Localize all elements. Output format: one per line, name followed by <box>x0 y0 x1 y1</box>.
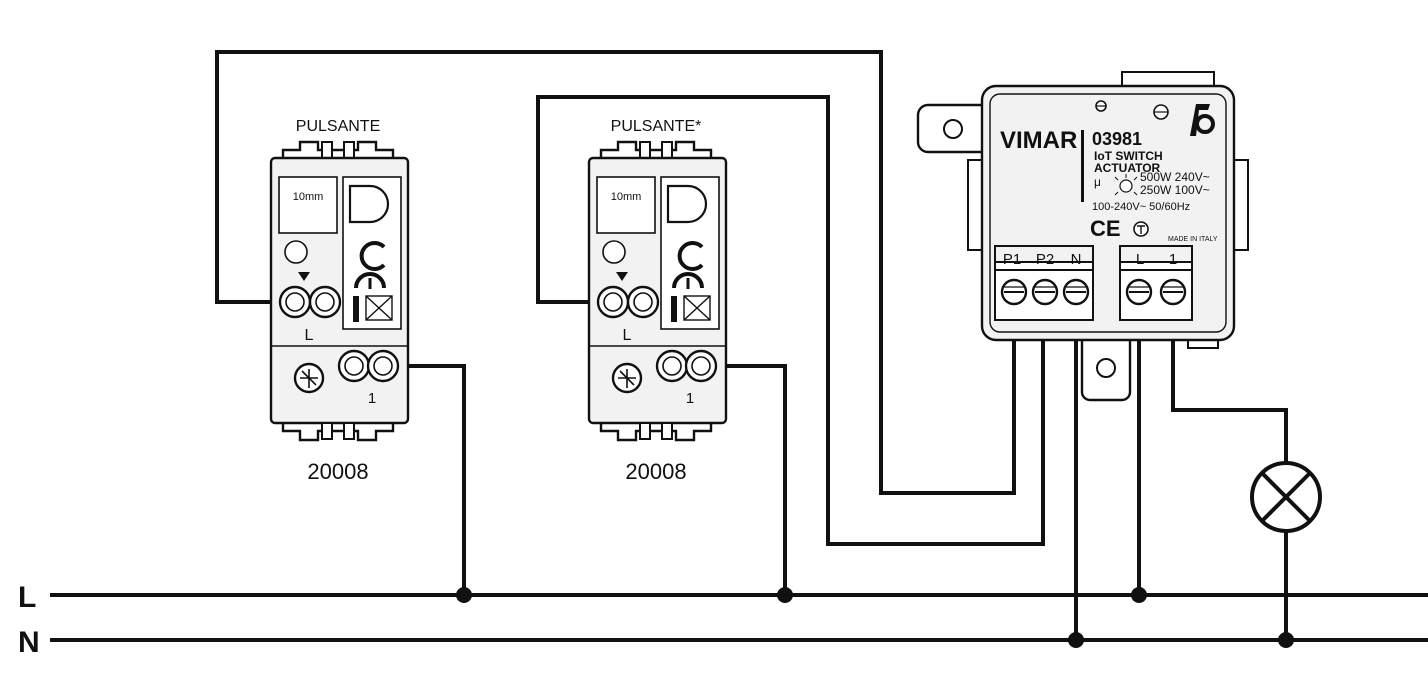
switch1-terminal-L: L <box>305 327 314 344</box>
switch2-size-label: 10mm <box>611 191 642 203</box>
junction-dot <box>777 587 793 603</box>
switch-module-1: PULSANTE 10mm L <box>269 118 410 484</box>
junction-dot <box>1068 632 1084 648</box>
wire-switch2-to-L <box>704 364 787 595</box>
actuator-supply: 100-240V~ 50/60Hz <box>1092 201 1190 213</box>
screw-terminals <box>1000 278 1187 306</box>
switch1-header: PULSANTE <box>296 118 380 135</box>
switch2-code: 20008 <box>625 459 686 484</box>
switch1-code: 20008 <box>307 459 368 484</box>
junction-dot <box>1131 587 1147 603</box>
approval-mark-icon <box>1133 221 1149 237</box>
switch1-terminal-1: 1 <box>368 390 376 407</box>
brand-logo-icon <box>1190 104 1215 136</box>
actuator-name-line2: ACTUATOR <box>1094 161 1161 175</box>
switch2-terminal-L: L <box>623 327 632 344</box>
actuator-brand: VIMAR <box>1000 127 1077 154</box>
terminal-label-N: N <box>1071 251 1082 268</box>
switch2-terminal-1: 1 <box>686 390 694 407</box>
switch2-header: PULSANTE* <box>611 118 702 135</box>
switch-module-2: PULSANTE* 10mm L 1 20008 <box>587 118 728 484</box>
terminal-label-P1: P1 <box>1003 251 1021 268</box>
junction-dot <box>1278 632 1294 648</box>
actuator-power1: 500W 240V~ <box>1140 170 1210 184</box>
terminal-label-1: 1 <box>1169 251 1177 268</box>
switch1-size-label: 10mm <box>293 191 324 203</box>
actuator-power2: 250W 100V~ <box>1140 183 1210 197</box>
line-L-label: L <box>18 581 36 614</box>
wire-switch2-to-P2 <box>536 95 1045 546</box>
actuator-module: VIMAR 03981 IoT SWITCH ACTUATOR μ 500W 2… <box>916 71 1249 402</box>
junctions <box>456 587 1294 648</box>
line-N-label: N <box>18 626 40 659</box>
lamp-icon <box>1250 461 1322 533</box>
wire-actuator-1-to-lamp <box>1171 300 1288 462</box>
wire-switch1-to-L <box>383 364 466 595</box>
actuator-made-in: MADE IN ITALY <box>1168 236 1218 243</box>
dimmer-icon <box>1114 174 1138 196</box>
terminal-label-P2: P2 <box>1036 251 1054 268</box>
power-lines: L N <box>18 581 1428 659</box>
actuator-ce-mark: CE <box>1090 216 1121 241</box>
actuator-mu: μ <box>1094 175 1101 189</box>
wire-switch1-to-P1 <box>215 50 1016 495</box>
actuator-name-line1: IoT SWITCH <box>1094 149 1163 163</box>
junction-dot <box>456 587 472 603</box>
wires <box>215 50 1288 640</box>
actuator-code: 03981 <box>1092 129 1142 149</box>
terminal-label-L: L <box>1136 251 1144 268</box>
